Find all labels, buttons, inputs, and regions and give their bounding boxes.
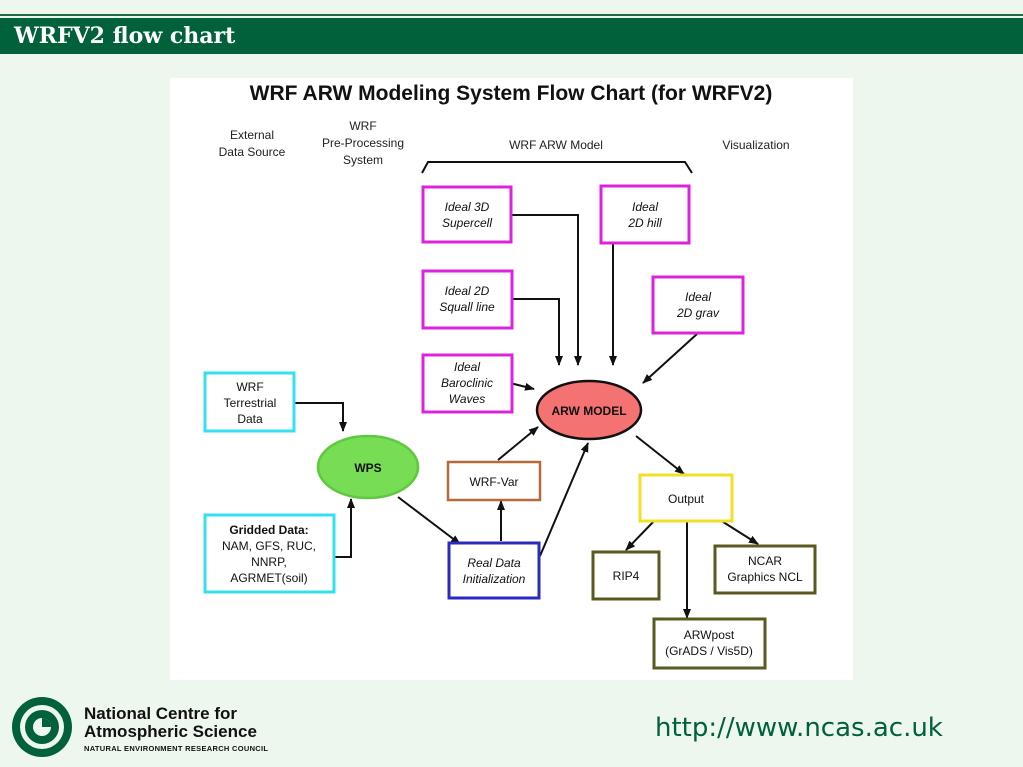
arw-model-label: ARW MODEL (551, 404, 626, 418)
ideal-3d-supercell-box (421, 185, 513, 244)
org-name-line1: National Centre for (84, 704, 238, 723)
slide-title: WRFV2 flow chart (0, 18, 1023, 54)
arwpost-line2: (GrADS / Vis5D) (665, 644, 753, 658)
ideal-squall-line1: Ideal 2D (445, 284, 490, 298)
wrf-var-box (446, 460, 542, 502)
ideal-grav-line2: 2D grav (676, 306, 720, 320)
gridded-data-box (203, 513, 336, 594)
arwpost-box (652, 617, 767, 670)
real-data-box (447, 541, 541, 600)
ncas-logo-icon (12, 697, 72, 757)
org-name: National Centre for Atmospheric Science (84, 705, 257, 741)
ideal-squall-line2: Squall line (439, 300, 495, 314)
ideal-hill-line2: 2D hill (627, 216, 662, 230)
model-bracket (421, 161, 693, 174)
wrf-terrestrial-box (203, 371, 296, 433)
ideal-3d-line2: Supercell (442, 216, 492, 230)
flow-chart-svg: WRF ARW Modeling System Flow Chart (for … (203, 82, 817, 670)
col-external-line1: External (230, 128, 274, 142)
real-data-line2: Initialization (463, 572, 526, 586)
ideal-baroclinic-box (421, 353, 514, 414)
arrow-real-to-arw (539, 442, 589, 557)
arrow-wps-to-real (397, 496, 461, 545)
wps-node (316, 434, 420, 500)
footer-url-link[interactable]: http://www.ncas.ac.uk (655, 713, 943, 743)
arrow-output-to-ncar (719, 519, 759, 545)
terrestrial-line3: Data (237, 412, 263, 426)
terrestrial-line1: WRF (236, 380, 263, 394)
org-subtitle: NATURAL ENVIRONMENT RESEARCH COUNCIL (84, 744, 269, 753)
wrf-var-label: WRF-Var (469, 475, 518, 489)
col-model: WRF ARW Model (509, 138, 603, 152)
col-external-line2: Data Source (219, 145, 286, 159)
col-preproc-line3: System (343, 153, 383, 167)
wps-label: WPS (354, 461, 381, 475)
arrow-terrestrial-to-wps (294, 402, 347, 432)
arrow-baroclinic-to-arw (509, 382, 535, 391)
ideal-baroclinic-line1: Ideal (454, 360, 480, 374)
ideal-grav-line1: Ideal (685, 290, 711, 304)
col-visualization: Visualization (722, 138, 789, 152)
arwpost-line1: ARWpost (684, 628, 735, 642)
org-name-line2: Atmospheric Science (84, 722, 257, 741)
header-top-rule (0, 14, 1023, 16)
col-preproc-line2: Pre-Processing (322, 136, 404, 150)
ideal-2d-squall-box (421, 269, 514, 330)
arrow-arw-to-output (635, 435, 685, 475)
gridded-line1: Gridded Data: (229, 523, 308, 537)
ideal-hill-line1: Ideal (632, 200, 658, 214)
arw-model-node (535, 379, 643, 441)
gridded-line3: NNRP, (251, 555, 287, 569)
real-data-line1: Real Data (467, 556, 521, 570)
ideal-2d-grav-box (651, 275, 745, 335)
rip4-label: RIP4 (613, 569, 640, 583)
figure-title: WRF ARW Modeling System Flow Chart (for … (250, 82, 773, 105)
ncar-line1: NCAR (748, 554, 782, 568)
terrestrial-line2: Terrestrial (224, 396, 277, 410)
arrow-output-to-rip4 (625, 519, 656, 551)
gridded-line2: NAM, GFS, RUC, (222, 539, 316, 553)
arrow-wrfvar-to-arw (497, 426, 539, 461)
output-label: Output (668, 492, 705, 506)
ncar-line2: Graphics NCL (727, 570, 803, 584)
gridded-line4: AGRMET(soil) (230, 571, 307, 585)
output-box (638, 473, 734, 523)
arrow-squall-to-arw (510, 298, 563, 366)
arrow-grav-to-arw (642, 333, 698, 384)
col-preproc-line1: WRF (349, 119, 376, 133)
arrow-gridded-to-wps (333, 498, 355, 558)
ideal-2d-hill-box (599, 184, 691, 245)
flow-chart-figure: WRF ARW Modeling System Flow Chart (for … (170, 78, 853, 680)
ncar-box (713, 544, 817, 595)
arrow-3d-to-arw (510, 214, 582, 366)
ideal-3d-line1: Ideal 3D (445, 200, 490, 214)
ideal-baroclinic-line2: Baroclinic (441, 376, 493, 390)
ideal-baroclinic-line3: Waves (449, 392, 485, 406)
rip4-box (591, 550, 661, 601)
